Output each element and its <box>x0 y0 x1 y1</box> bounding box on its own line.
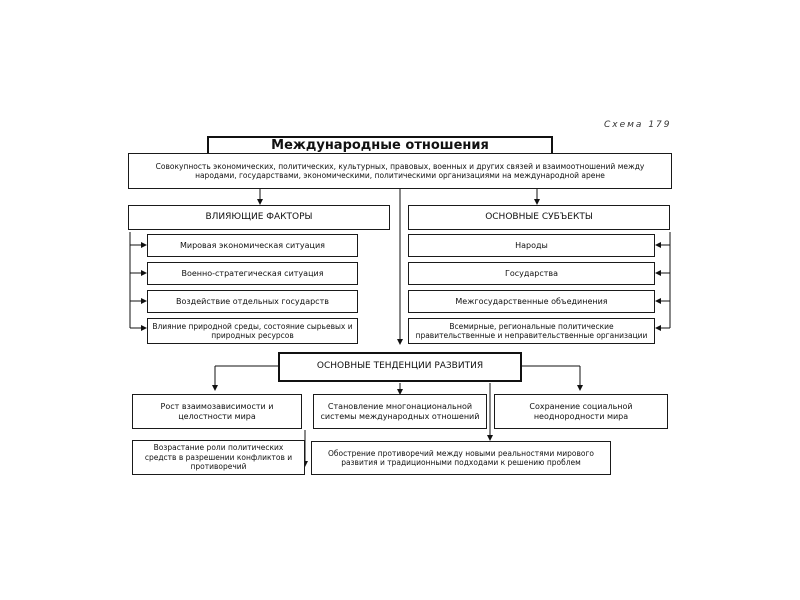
factor-item: Военно-стратегическая ситуация <box>147 262 358 285</box>
factor-item: Влияние природной среды, состояние сырье… <box>147 318 358 344</box>
trend-item: Становление многонациональной системы ме… <box>313 394 487 429</box>
definition-text: Совокупность экономических, политических… <box>155 161 645 180</box>
factor-item: Мировая экономическая ситуация <box>147 234 358 257</box>
trend-bottom-item: Возрастание роли политических средств в … <box>132 440 305 475</box>
diagram-caption: Схема 179 <box>604 120 672 130</box>
subject-item: Всемирные, региональные политические пра… <box>408 318 655 344</box>
trend-item: Рост взаимозависимости и целостности мир… <box>132 394 302 429</box>
page-title: Международные отношения <box>271 137 489 153</box>
subject-item: Государства <box>408 262 655 285</box>
trends-header: ОСНОВНЫЕ ТЕНДЕНЦИИ РАЗВИТИЯ <box>278 352 522 382</box>
trend-item: Сохранение социальной неоднородности мир… <box>494 394 668 429</box>
subjects-header: ОСНОВНЫЕ СУБЪЕКТЫ <box>408 205 670 230</box>
definition-box: Совокупность экономических, политических… <box>128 153 672 189</box>
factors-header: ВЛИЯЮЩИЕ ФАКТОРЫ <box>128 205 390 230</box>
subject-item: Народы <box>408 234 655 257</box>
factor-item: Воздействие отдельных государств <box>147 290 358 313</box>
trend-bottom-item: Обострение противоречий между новыми реа… <box>311 441 611 475</box>
subject-item: Межгосударственные объединения <box>408 290 655 313</box>
